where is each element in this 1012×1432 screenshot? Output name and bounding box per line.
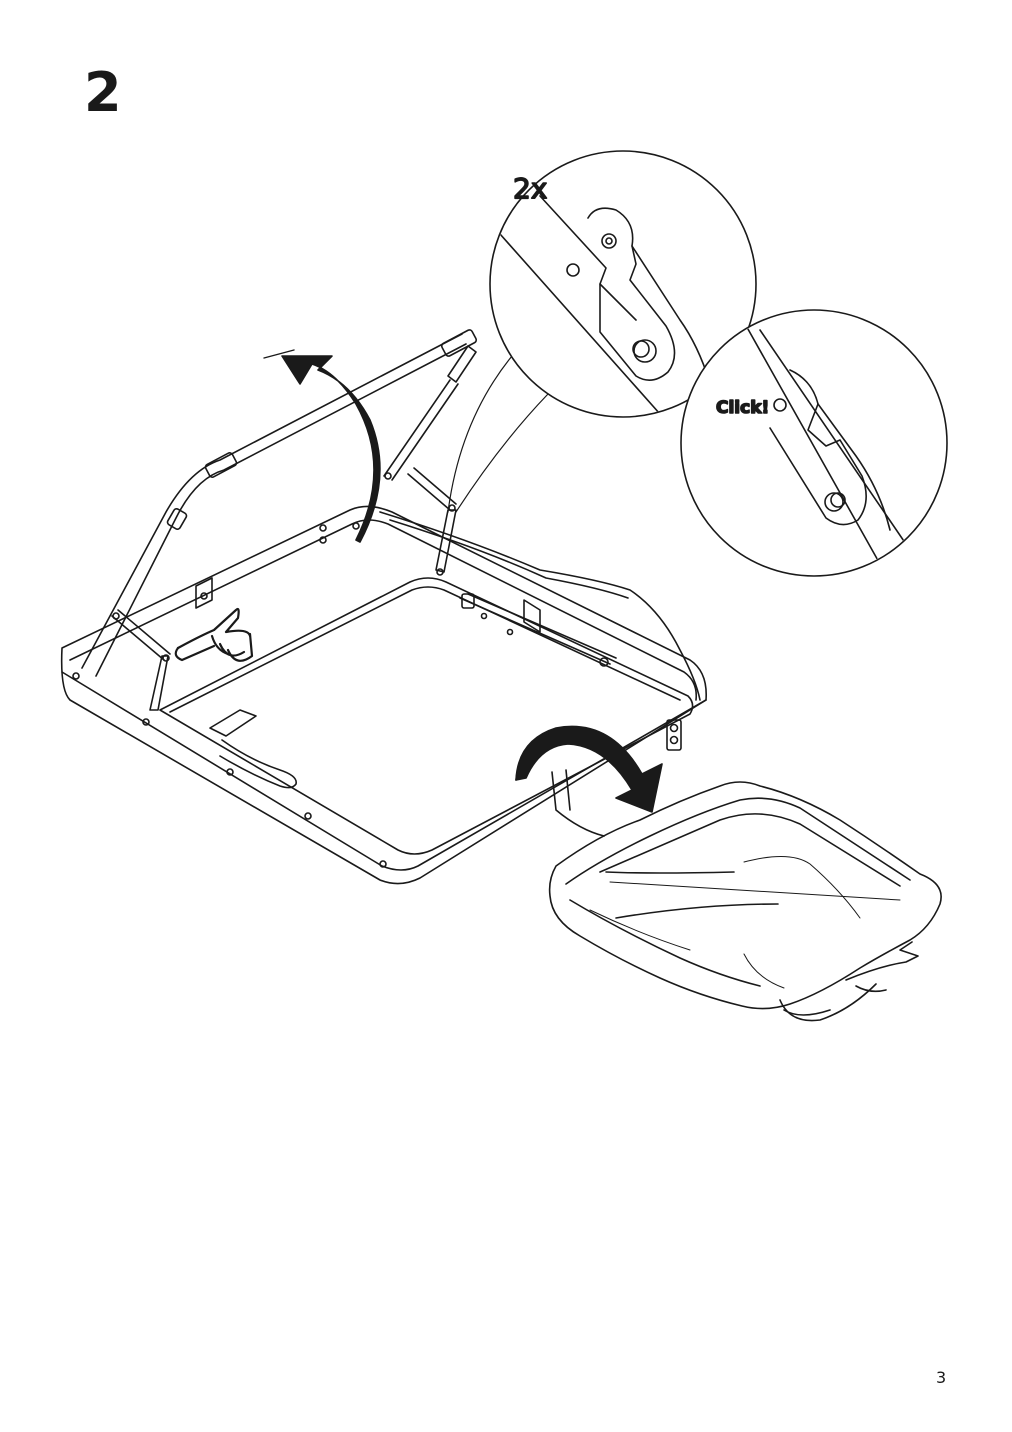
callout-lines bbox=[447, 355, 549, 513]
raised-handle-frame bbox=[81, 329, 478, 711]
click-detail-icon: Click! bbox=[680, 309, 948, 577]
folded-bag-icon bbox=[548, 781, 942, 1022]
hand-pointing-icon bbox=[174, 607, 254, 662]
click-label: Click! bbox=[716, 398, 769, 418]
fabric-cover bbox=[379, 511, 701, 701]
step-number: 2 bbox=[84, 61, 122, 124]
hinge-detail-icon: 2x bbox=[489, 150, 757, 418]
rotate-arrow-down-icon bbox=[515, 725, 663, 837]
step-arrow-up-icon bbox=[263, 349, 381, 543]
page-number: 3 bbox=[936, 1368, 947, 1387]
quantity-label: 2x bbox=[513, 172, 547, 205]
tray-frame bbox=[60, 505, 707, 885]
